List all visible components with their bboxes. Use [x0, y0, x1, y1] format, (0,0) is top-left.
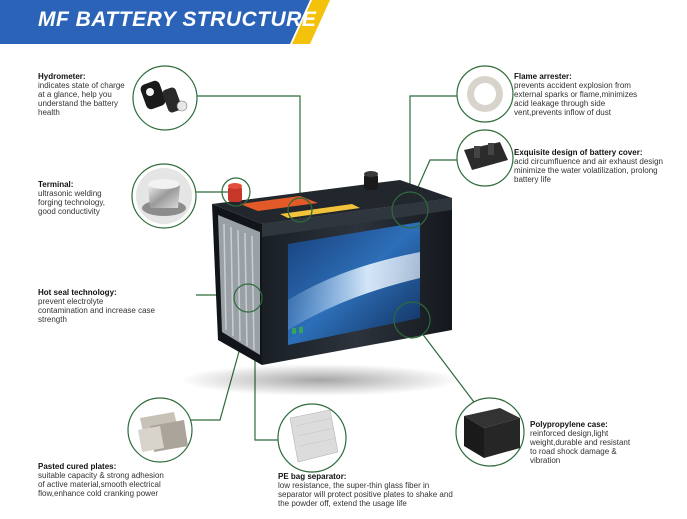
callout-hydrometer	[287, 197, 313, 223]
terminal-positive	[228, 183, 242, 202]
label-wave	[288, 252, 420, 330]
separator-line: low resistance, the super-thin glass fib…	[278, 481, 430, 490]
hydrometer-line: at a glance, help you	[38, 90, 112, 99]
terminal-line: good conductivity	[38, 207, 100, 216]
flame-arrester-line: external sparks or flame,minimizes	[514, 90, 638, 99]
hot-seal-line: prevent electrolyte	[38, 297, 104, 306]
callout-case	[393, 301, 431, 339]
battery-callouts	[221, 177, 431, 339]
flame-arrester-line: vent,prevents inflow of dust	[514, 108, 611, 117]
case-title: Polypropylene case:	[530, 420, 608, 429]
terminal-label: Terminal: ultrasonic welding forging tec…	[38, 180, 138, 216]
case-line: vibration	[530, 456, 561, 465]
battery-top	[212, 180, 452, 224]
plates-thumbnail	[127, 397, 193, 463]
separator-line: separator will protect positive plates t…	[278, 490, 453, 499]
plates-title: Pasted cured plates:	[38, 462, 117, 471]
case-label: Polypropylene case: reinforced design,li…	[530, 420, 670, 465]
flame-arrester-line: acid leakage through side	[514, 99, 606, 108]
separator-thumbnail	[277, 403, 347, 473]
case-line: to road shock damage &	[530, 447, 617, 456]
top-orange	[240, 196, 318, 211]
plates-line: flow,enhance cold cranking power	[38, 489, 159, 498]
case-thumbnail	[455, 397, 525, 467]
callout-hot-seal	[233, 283, 263, 313]
terminal-thumbnail	[131, 163, 197, 229]
cover-line: acid circumfluence and air exhaust desig…	[514, 157, 663, 166]
separator-title: PE bag separator:	[278, 472, 347, 481]
hot-seal-title: Hot seal technology:	[38, 288, 117, 297]
plates-label: Pasted cured plates: suitable capacity &…	[38, 462, 198, 498]
terminal-line: ultrasonic welding	[38, 189, 102, 198]
flame-arrester-label: Flame arrester: prevents accident explos…	[514, 72, 664, 117]
flame-arrester-thumbnail	[456, 65, 514, 123]
vent-green-2	[299, 327, 303, 333]
battery-shadow	[180, 364, 460, 396]
vent-green-1	[292, 328, 296, 334]
case-line: weight,durable and resistant	[530, 438, 631, 447]
connector-hydrometer	[190, 95, 301, 205]
plates-line: of active material,smooth electrical	[38, 480, 161, 489]
hydrometer-thumbnail	[132, 65, 198, 131]
hydrometer-line: health	[38, 108, 60, 117]
page-title: MF BATTERY STRUCTURE	[38, 8, 317, 31]
case-line: reinforced design,light	[530, 429, 609, 438]
hydrometer-label: Hydrometer: indicates state of charge at…	[38, 72, 148, 117]
top-sticker	[280, 204, 360, 218]
terminal-line: forging technology,	[38, 198, 106, 207]
flame-arrester-line: prevents accident explosion from	[514, 81, 631, 90]
flame-arrester-title: Flame arrester:	[514, 72, 572, 81]
connector-plates	[178, 329, 246, 421]
hydrometer-line: indicates state of charge	[38, 81, 125, 90]
terminal-title: Terminal:	[38, 180, 74, 189]
separator-label: PE bag separator: low resistance, the su…	[278, 472, 478, 508]
cover-thumbnail	[456, 129, 514, 187]
cover-line: battery life	[514, 175, 551, 184]
hot-seal-label: Hot seal technology: prevent electrolyte…	[38, 288, 188, 324]
cover-line: minimize the water volatilization, prolo…	[514, 166, 658, 175]
hot-seal-line: strength	[38, 315, 67, 324]
hydrometer-line: understand the battery	[38, 99, 119, 108]
battery-cover-strip	[262, 198, 452, 237]
cover-title: Exquisite design of battery cover:	[514, 148, 643, 157]
header-banner: MF BATTERY STRUCTURE	[0, 0, 330, 44]
banner-shape	[0, 0, 330, 44]
separator-line: the powder off, extend the usage life	[278, 499, 407, 508]
terminal-negative	[364, 171, 378, 190]
plates-line: suitable capacity & strong adhesion	[38, 471, 164, 480]
hydrometer-title: Hydrometer:	[38, 72, 86, 81]
callout-terminal	[221, 177, 251, 207]
cover-label: Exquisite design of battery cover: acid …	[514, 148, 679, 184]
hot-seal-line: contamination and increase case	[38, 306, 155, 315]
callout-cover	[391, 191, 429, 229]
battery-body	[212, 171, 452, 365]
connector-flame	[409, 95, 470, 200]
